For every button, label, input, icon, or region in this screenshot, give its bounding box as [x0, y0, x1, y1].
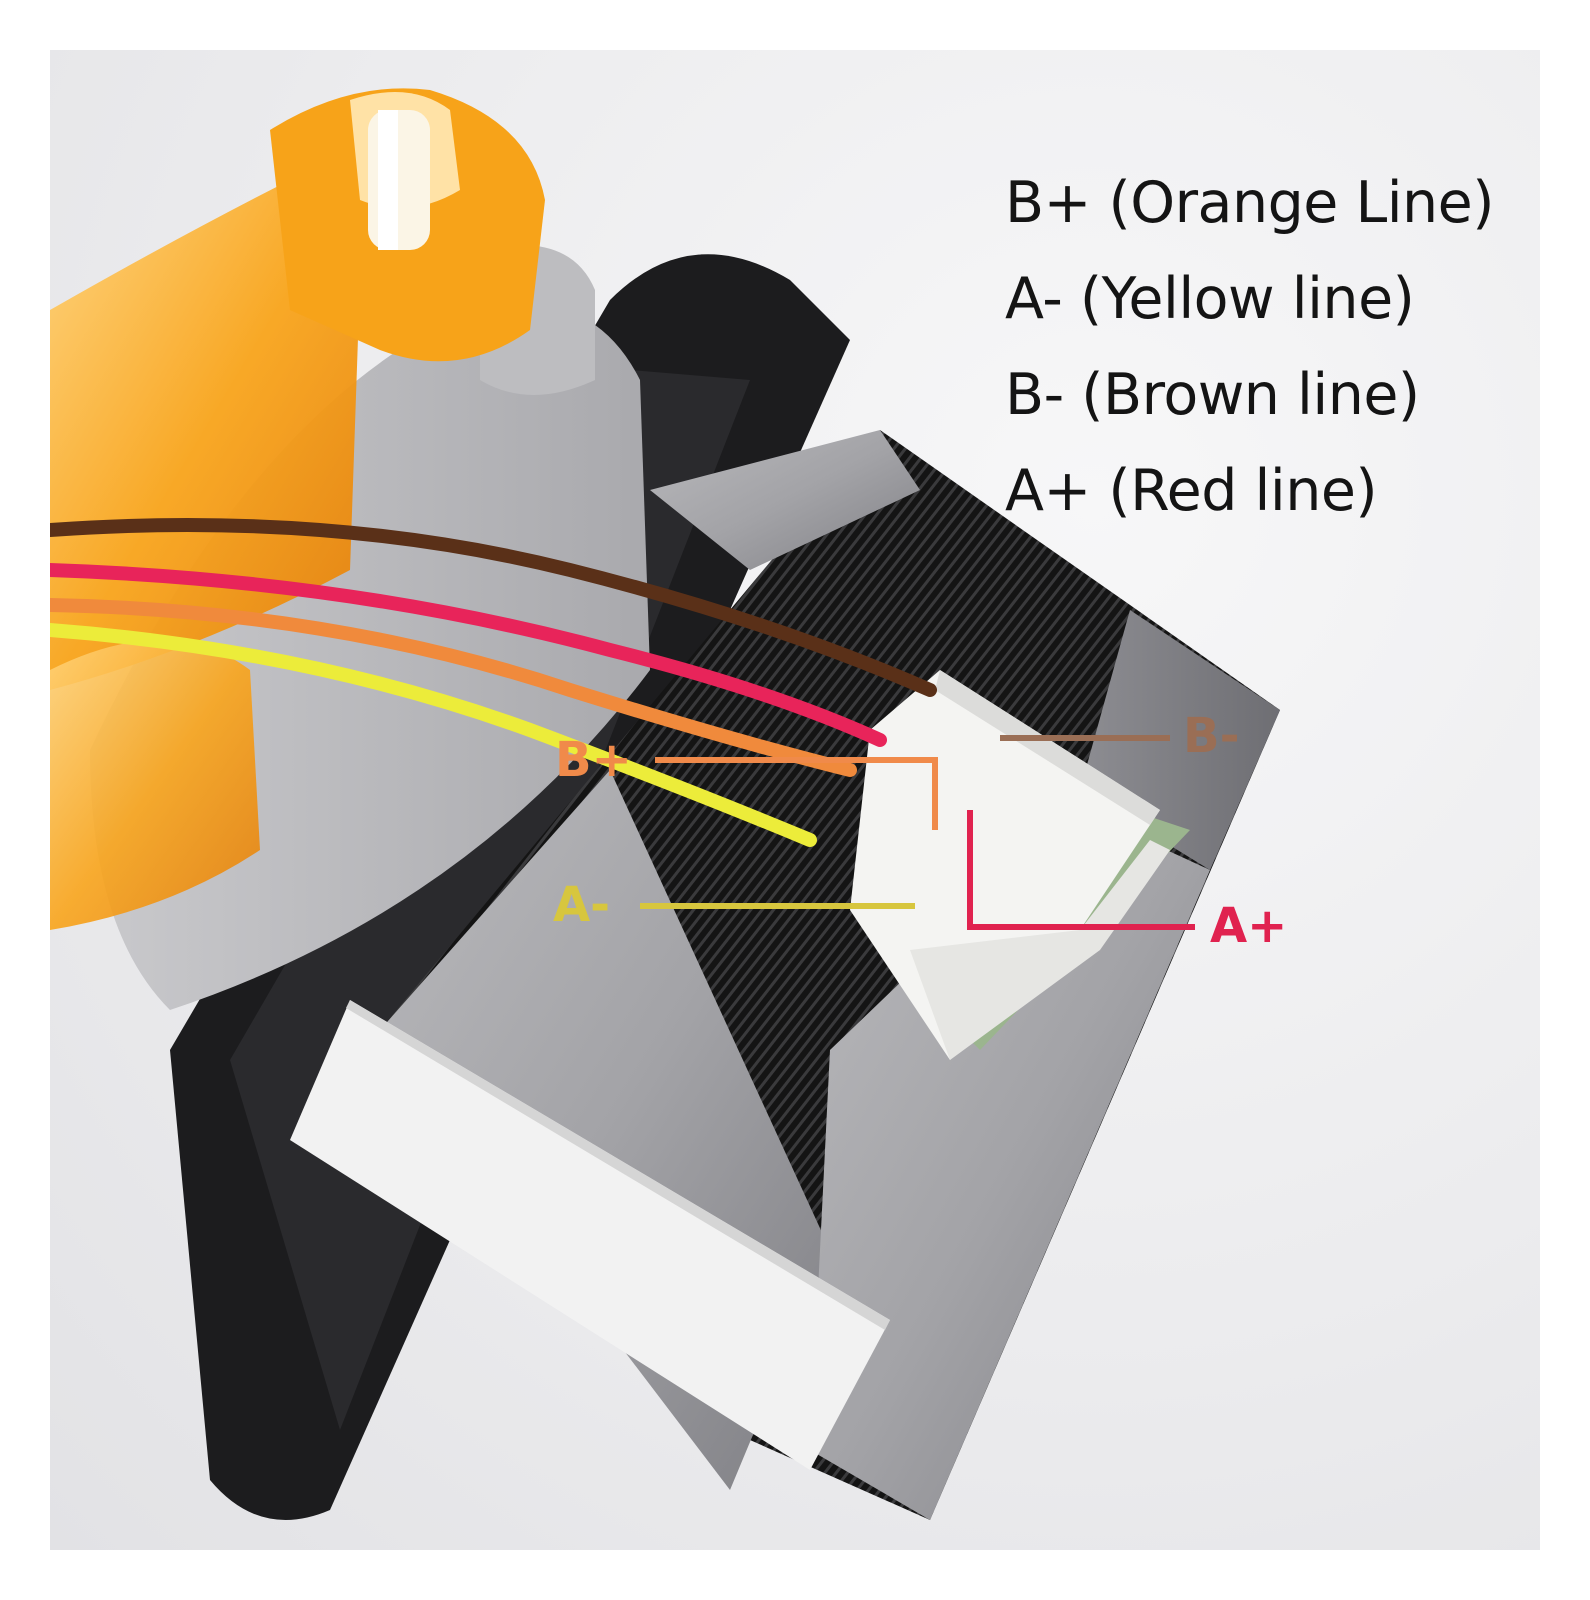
tube-fitting — [368, 110, 430, 250]
callout-leaders — [640, 735, 1195, 930]
callout-a-plus: A+ — [1210, 898, 1288, 954]
callout-a-minus: A- — [553, 877, 611, 933]
legend-a-plus: A+ (Red line) — [1005, 458, 1378, 524]
a-plus-leader — [967, 810, 1195, 930]
motor-label-sticker — [290, 1000, 890, 1470]
b-plus-leader — [655, 757, 938, 830]
callout-b-plus: B+ — [555, 732, 632, 788]
legend-b-minus: B- (Brown line) — [1005, 362, 1420, 428]
legend-a-minus: A- (Yellow line) — [1005, 266, 1415, 332]
motor-wires — [50, 518, 937, 847]
red-wire — [50, 563, 887, 747]
wire-connector — [850, 670, 1170, 1060]
stepper-pump-photo — [50, 88, 1280, 1521]
orange-wire — [50, 598, 857, 777]
yellow-wire — [50, 623, 817, 847]
wire-legend: B+ (Orange Line) A- (Yellow line) B- (Br… — [1005, 155, 1525, 539]
legend-b-plus: B+ (Orange Line) — [1005, 170, 1494, 236]
brown-wire — [50, 518, 937, 697]
callout-b-minus: B- — [1183, 708, 1240, 764]
photo-frame: B+ B- A- A+ B+ (Orange Line) A- (Yellow … — [50, 50, 1540, 1550]
